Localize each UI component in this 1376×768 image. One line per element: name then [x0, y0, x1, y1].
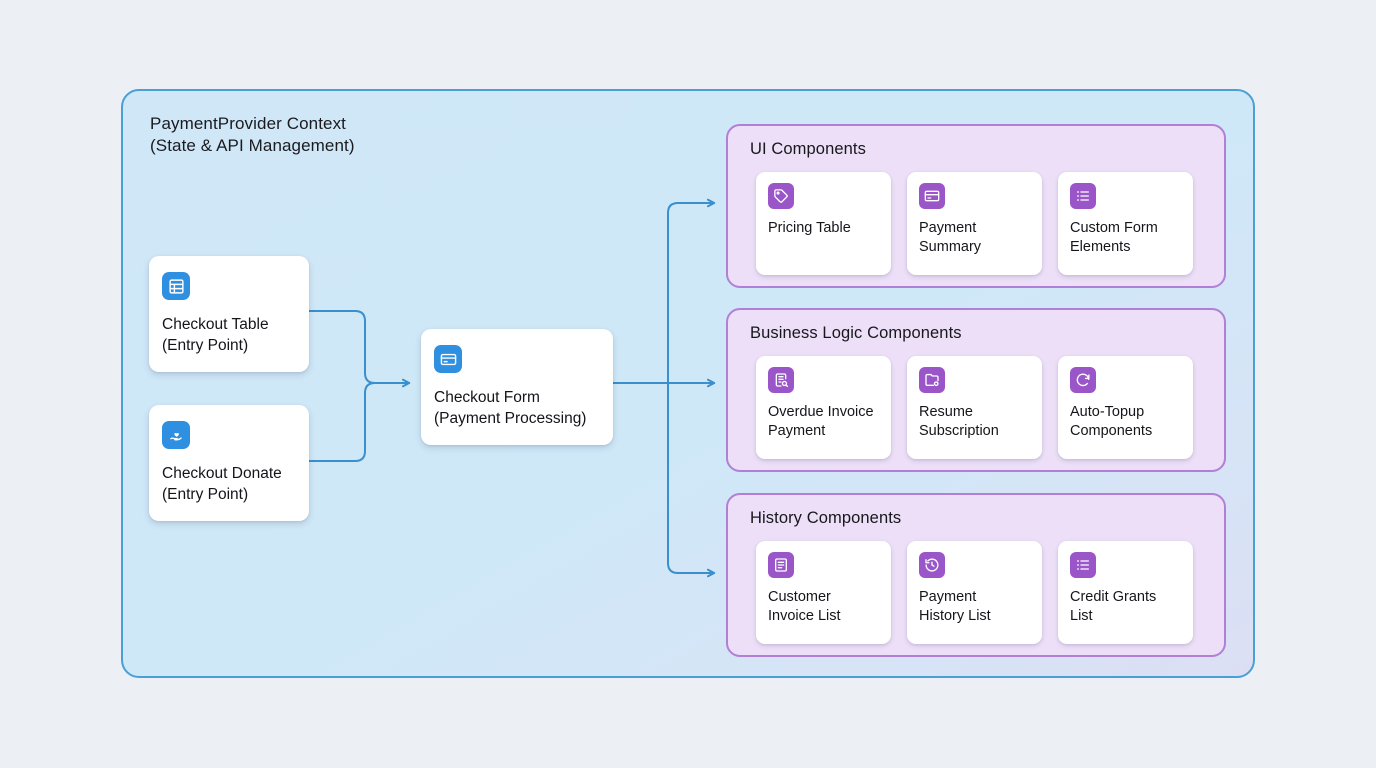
card-label: Customer Invoice List: [768, 589, 841, 624]
folder-clock-icon: [919, 367, 945, 393]
file-text-icon: [768, 552, 794, 578]
card-auto-topup-components[interactable]: Auto-Topup Components: [1058, 356, 1193, 459]
node-label: Checkout Table (Entry Point): [162, 316, 269, 354]
card-label: Overdue Invoice Payment: [768, 404, 874, 439]
node-checkout-table[interactable]: Checkout Table (Entry Point): [149, 256, 309, 372]
group-ui-components: UI Components Pricing Table: [726, 124, 1226, 288]
card-label: Custom Form Elements: [1070, 220, 1158, 255]
tag-icon: [768, 183, 794, 209]
card-payment-history-list[interactable]: Payment History List: [907, 541, 1042, 644]
list-icon: [1070, 183, 1096, 209]
card-custom-form-elements[interactable]: Custom Form Elements: [1058, 172, 1193, 275]
card-credit-grants-list[interactable]: Credit Grants List: [1058, 541, 1193, 644]
group-title: UI Components: [750, 140, 866, 158]
card-overdue-invoice-payment[interactable]: Overdue Invoice Payment: [756, 356, 891, 459]
context-title: PaymentProvider Context (State & API Man…: [150, 114, 355, 155]
card-label: Resume Subscription: [919, 404, 999, 439]
card-payment-summary[interactable]: Payment Summary: [907, 172, 1042, 275]
node-checkout-form[interactable]: Checkout Form (Payment Processing): [421, 329, 613, 445]
card-label: Auto-Topup Components: [1070, 404, 1153, 439]
table-icon: [162, 272, 190, 300]
card-label: Pricing Table: [768, 220, 851, 236]
credit-card-icon: [919, 183, 945, 209]
group-title: Business Logic Components: [750, 324, 962, 342]
card-pricing-table[interactable]: Pricing Table: [756, 172, 891, 275]
document-search-icon: [768, 367, 794, 393]
card-label: Payment Summary: [919, 220, 982, 255]
group-history-components: History Components Customer Invoice List: [726, 493, 1226, 657]
card-customer-invoice-list[interactable]: Customer Invoice List: [756, 541, 891, 644]
node-checkout-donate[interactable]: Checkout Donate (Entry Point): [149, 405, 309, 521]
clock-history-icon: [919, 552, 945, 578]
card-label: Payment History List: [919, 589, 991, 624]
group-business-logic-components: Business Logic Components Overdue Invoic…: [726, 308, 1226, 472]
node-label: Checkout Donate (Entry Point): [162, 465, 282, 503]
group-card-list: Customer Invoice List Payment History Li…: [756, 541, 1193, 644]
credit-card-icon: [434, 345, 462, 373]
list-icon: [1070, 552, 1096, 578]
card-label: Credit Grants List: [1070, 589, 1157, 624]
node-label: Checkout Form (Payment Processing): [434, 389, 587, 427]
group-title: History Components: [750, 509, 902, 527]
refresh-icon: [1070, 367, 1096, 393]
card-resume-subscription[interactable]: Resume Subscription: [907, 356, 1042, 459]
group-card-list: Overdue Invoice Payment Resume Subscript…: [756, 356, 1193, 459]
donate-hand-heart-icon: [162, 421, 190, 449]
group-card-list: Pricing Table Payment Summary: [756, 172, 1193, 275]
